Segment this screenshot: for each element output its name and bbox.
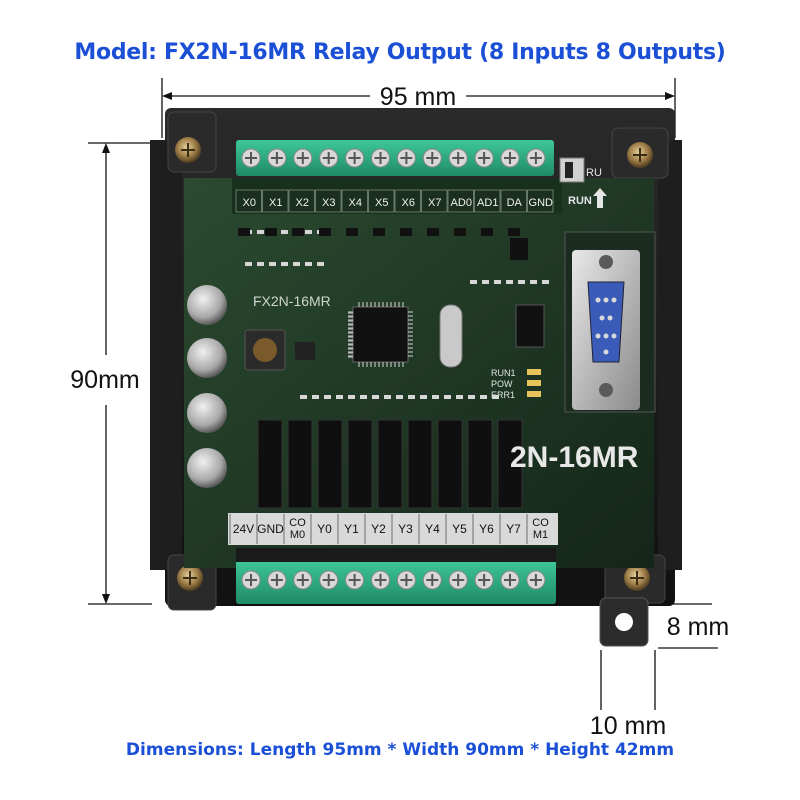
output-label: Y7 (506, 522, 521, 536)
foot-dimension: 10 mm (590, 712, 666, 740)
input-label: X7 (428, 197, 441, 209)
tab-dimension: 8 mm (667, 613, 730, 641)
input-label-row: X0 X1 X2 X3 X4 X5 X6 X7 AD0 AD1 DA GND (235, 189, 554, 213)
led-label-err1: ERR1 (491, 390, 515, 400)
input-label: X4 (349, 197, 362, 209)
output-label: Y3 (398, 522, 413, 536)
output-label: 24V (233, 522, 254, 536)
input-label: X6 (402, 197, 415, 209)
relay (407, 419, 433, 509)
relay (257, 419, 283, 509)
input-label: X5 (375, 197, 388, 209)
arrow-up-icon (593, 188, 607, 208)
capacitors (187, 285, 227, 488)
input-label: X3 (322, 197, 335, 209)
output-label: GND (257, 522, 284, 536)
relay (467, 419, 493, 509)
run-label: RUN (568, 195, 592, 207)
input-terminal-block (236, 140, 554, 176)
input-label: AD1 (477, 197, 498, 209)
crystal (439, 304, 463, 368)
input-label: DA (507, 197, 523, 209)
mcu-chip (352, 306, 409, 363)
input-label: AD0 (451, 197, 472, 209)
relay (287, 419, 313, 509)
output-label: Y6 (479, 522, 494, 536)
height-dimension: 90mm (70, 366, 139, 394)
silk-model: FX2N-16MR (253, 293, 331, 309)
relay (347, 419, 373, 509)
big-model-label: 2N-16MR (510, 441, 639, 474)
led-label-pow: POW (491, 379, 513, 389)
output-terminal-block (236, 548, 556, 604)
page-title: Model: FX2N-16MR Relay Output (8 Inputs … (74, 40, 726, 65)
output-label: Y4 (425, 522, 440, 536)
input-label: X1 (269, 197, 282, 209)
input-label: GND (529, 197, 554, 209)
screw-icons (175, 137, 653, 591)
mount-hole (615, 613, 633, 631)
width-dimension: 95 mm (380, 83, 456, 111)
output-label: Y2 (371, 522, 386, 536)
dimension-arrows (102, 92, 675, 604)
relays (257, 419, 523, 509)
led-label-run1: RUN1 (491, 368, 516, 378)
output-label-strip (228, 513, 558, 545)
output-label: Y1 (344, 522, 359, 536)
relay (497, 419, 523, 509)
output-label: Y0 (317, 522, 332, 536)
input-label: X0 (243, 197, 256, 209)
input-label: X2 (296, 197, 309, 209)
output-label: Y5 (452, 522, 467, 536)
ru-label: RU (586, 167, 602, 179)
relay (437, 419, 463, 509)
relay (377, 419, 403, 509)
dimensions-footer: Dimensions: Length 95mm * Width 90mm * H… (125, 740, 675, 760)
relay (317, 419, 343, 509)
